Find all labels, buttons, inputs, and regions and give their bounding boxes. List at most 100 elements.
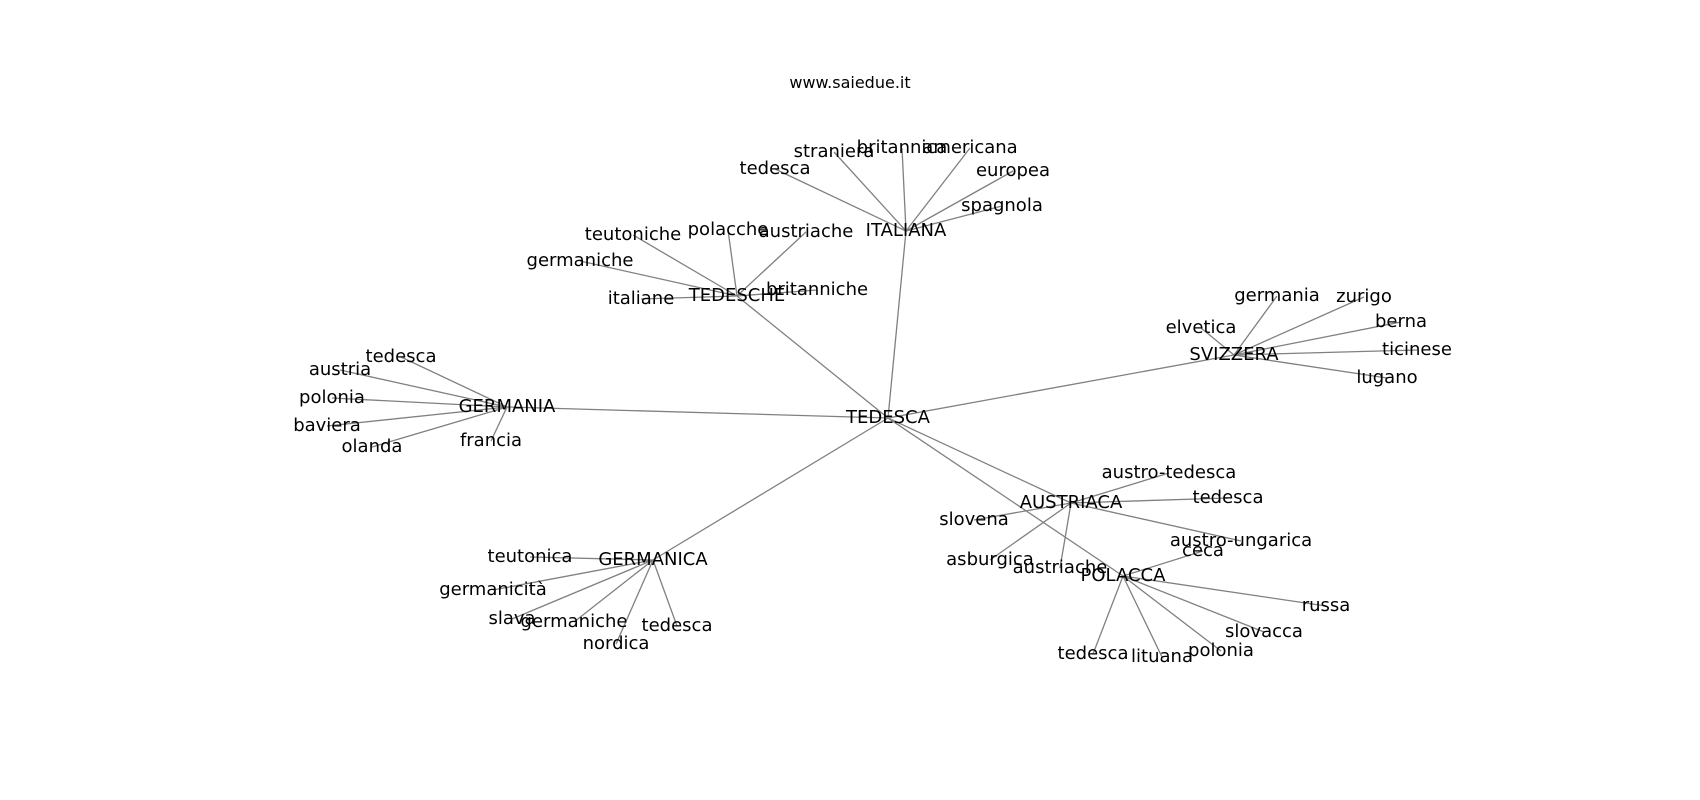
- edge: [905, 170, 1014, 232]
- leaf-node-label: elvetica: [1166, 317, 1237, 338]
- edge: [1200, 327, 1235, 356]
- leaf-node-label: germania: [1234, 285, 1320, 306]
- hub-node-label: AUSTRIACA: [1020, 492, 1123, 513]
- edge: [339, 369, 508, 408]
- edge: [1070, 502, 1242, 542]
- leaf-node-label: straniera: [794, 141, 875, 162]
- hub-node-label: SVIZZERA: [1189, 344, 1279, 365]
- leaf-node-label: britanniche: [766, 279, 868, 300]
- hub-node-label: ITALIANA: [866, 220, 947, 241]
- leaf-node-label: russa: [1302, 595, 1351, 616]
- leaf-node-label: polonia: [1188, 640, 1254, 661]
- center-node-label: TEDESCA: [845, 407, 931, 428]
- edge: [632, 234, 738, 297]
- leaf-node-label: britannica: [857, 137, 948, 158]
- edge: [1122, 575, 1163, 658]
- edge: [905, 205, 1003, 232]
- leaf-node-label: americana: [922, 137, 1017, 158]
- edge: [490, 406, 508, 442]
- leaf-node-label: berna: [1375, 311, 1427, 332]
- edge: [652, 559, 678, 627]
- edge: [1233, 295, 1278, 356]
- leaf-node-label: polacche: [688, 219, 769, 240]
- edge: [833, 151, 907, 232]
- edge: [887, 354, 1235, 419]
- edge: [901, 147, 907, 232]
- leaf-node-label: tedesca: [1193, 487, 1264, 508]
- edge: [736, 231, 807, 297]
- leaf-node-label: tedesca: [642, 615, 713, 636]
- leaf-node-label: lituana: [1131, 646, 1193, 667]
- leaf-node-label: austriache: [759, 221, 854, 242]
- hub-node-label: GERMANICA: [598, 549, 708, 570]
- edge: [887, 230, 907, 419]
- edge: [1122, 550, 1204, 577]
- edge: [640, 295, 738, 300]
- hub-node-label: GERMANIA: [459, 396, 556, 417]
- leaf-node-label: tedesca: [366, 346, 437, 367]
- leaf-node-label: germaniche: [527, 250, 634, 271]
- leaf-node-label: olanda: [342, 436, 403, 457]
- leaf-node-label: spagnola: [961, 195, 1043, 216]
- leaf-node-label: tedesca: [740, 158, 811, 179]
- edge: [1059, 502, 1072, 569]
- edge: [736, 295, 889, 419]
- leaf-node-label: zurigo: [1336, 286, 1392, 307]
- diagram-title: www.saiedue.it: [789, 73, 910, 92]
- edge: [736, 289, 818, 297]
- leaf-node-label: polonia: [299, 387, 365, 408]
- leaf-node-label: asburgica: [946, 549, 1034, 570]
- edge: [511, 559, 654, 620]
- edge: [492, 559, 654, 591]
- leaf-node-label: teutonica: [488, 546, 573, 567]
- hub-node-label: TEDESCHE: [688, 285, 786, 306]
- edge: [331, 397, 508, 408]
- leaf-node-label: nordica: [583, 633, 650, 654]
- edge: [727, 229, 738, 297]
- edge: [573, 559, 654, 623]
- leaf-node-label: slovena: [939, 509, 1009, 530]
- leaf-node-label: germaniche: [521, 611, 628, 632]
- edge: [1233, 321, 1402, 356]
- leaf-node-label: francia: [460, 430, 522, 451]
- leaf-node-label: ticinese: [1382, 339, 1452, 360]
- leaf-node-label: slovacca: [1225, 621, 1303, 642]
- leaf-node-label: slava: [488, 608, 535, 629]
- leaf-node-label: ceca: [1182, 540, 1224, 561]
- edge: [887, 417, 1124, 577]
- edge: [1070, 497, 1229, 504]
- edge: [1092, 575, 1124, 655]
- leaf-node-label: austria: [309, 359, 371, 380]
- leaf-node-label: tedesca: [1058, 643, 1129, 664]
- leaf-node-label: germanicità: [439, 579, 547, 600]
- edge: [1233, 296, 1365, 356]
- labels-layer: TEDESCA ITALIANA stranierabritannicaameric…: [293, 137, 1452, 667]
- leaf-node-label: austro-tedesca: [1102, 462, 1237, 483]
- edge: [579, 260, 738, 297]
- leaf-node-label: italiane: [608, 288, 675, 309]
- edges-layer: [326, 147, 1418, 658]
- edge: [615, 559, 654, 645]
- edge: [400, 356, 508, 408]
- edge: [1122, 575, 1265, 633]
- edge: [529, 556, 654, 561]
- edge: [1122, 575, 1327, 607]
- edge: [1122, 575, 1222, 652]
- edge: [973, 502, 1072, 521]
- edge: [652, 417, 889, 561]
- edge: [774, 168, 907, 232]
- leaf-node-label: baviera: [293, 415, 361, 436]
- edge: [887, 417, 1072, 504]
- edge: [1233, 354, 1388, 379]
- edge: [326, 406, 508, 427]
- leaf-node-label: teutoniche: [585, 224, 681, 245]
- edge: [1233, 349, 1418, 356]
- leaf-node-label: austriache: [1013, 557, 1108, 578]
- edge: [989, 502, 1072, 561]
- leaf-node-label: lugano: [1356, 367, 1417, 388]
- edge: [905, 147, 971, 232]
- edge: [371, 406, 508, 448]
- leaf-node-label: austro-ungarica: [1170, 530, 1312, 551]
- hub-node-label: POLACCA: [1081, 565, 1167, 586]
